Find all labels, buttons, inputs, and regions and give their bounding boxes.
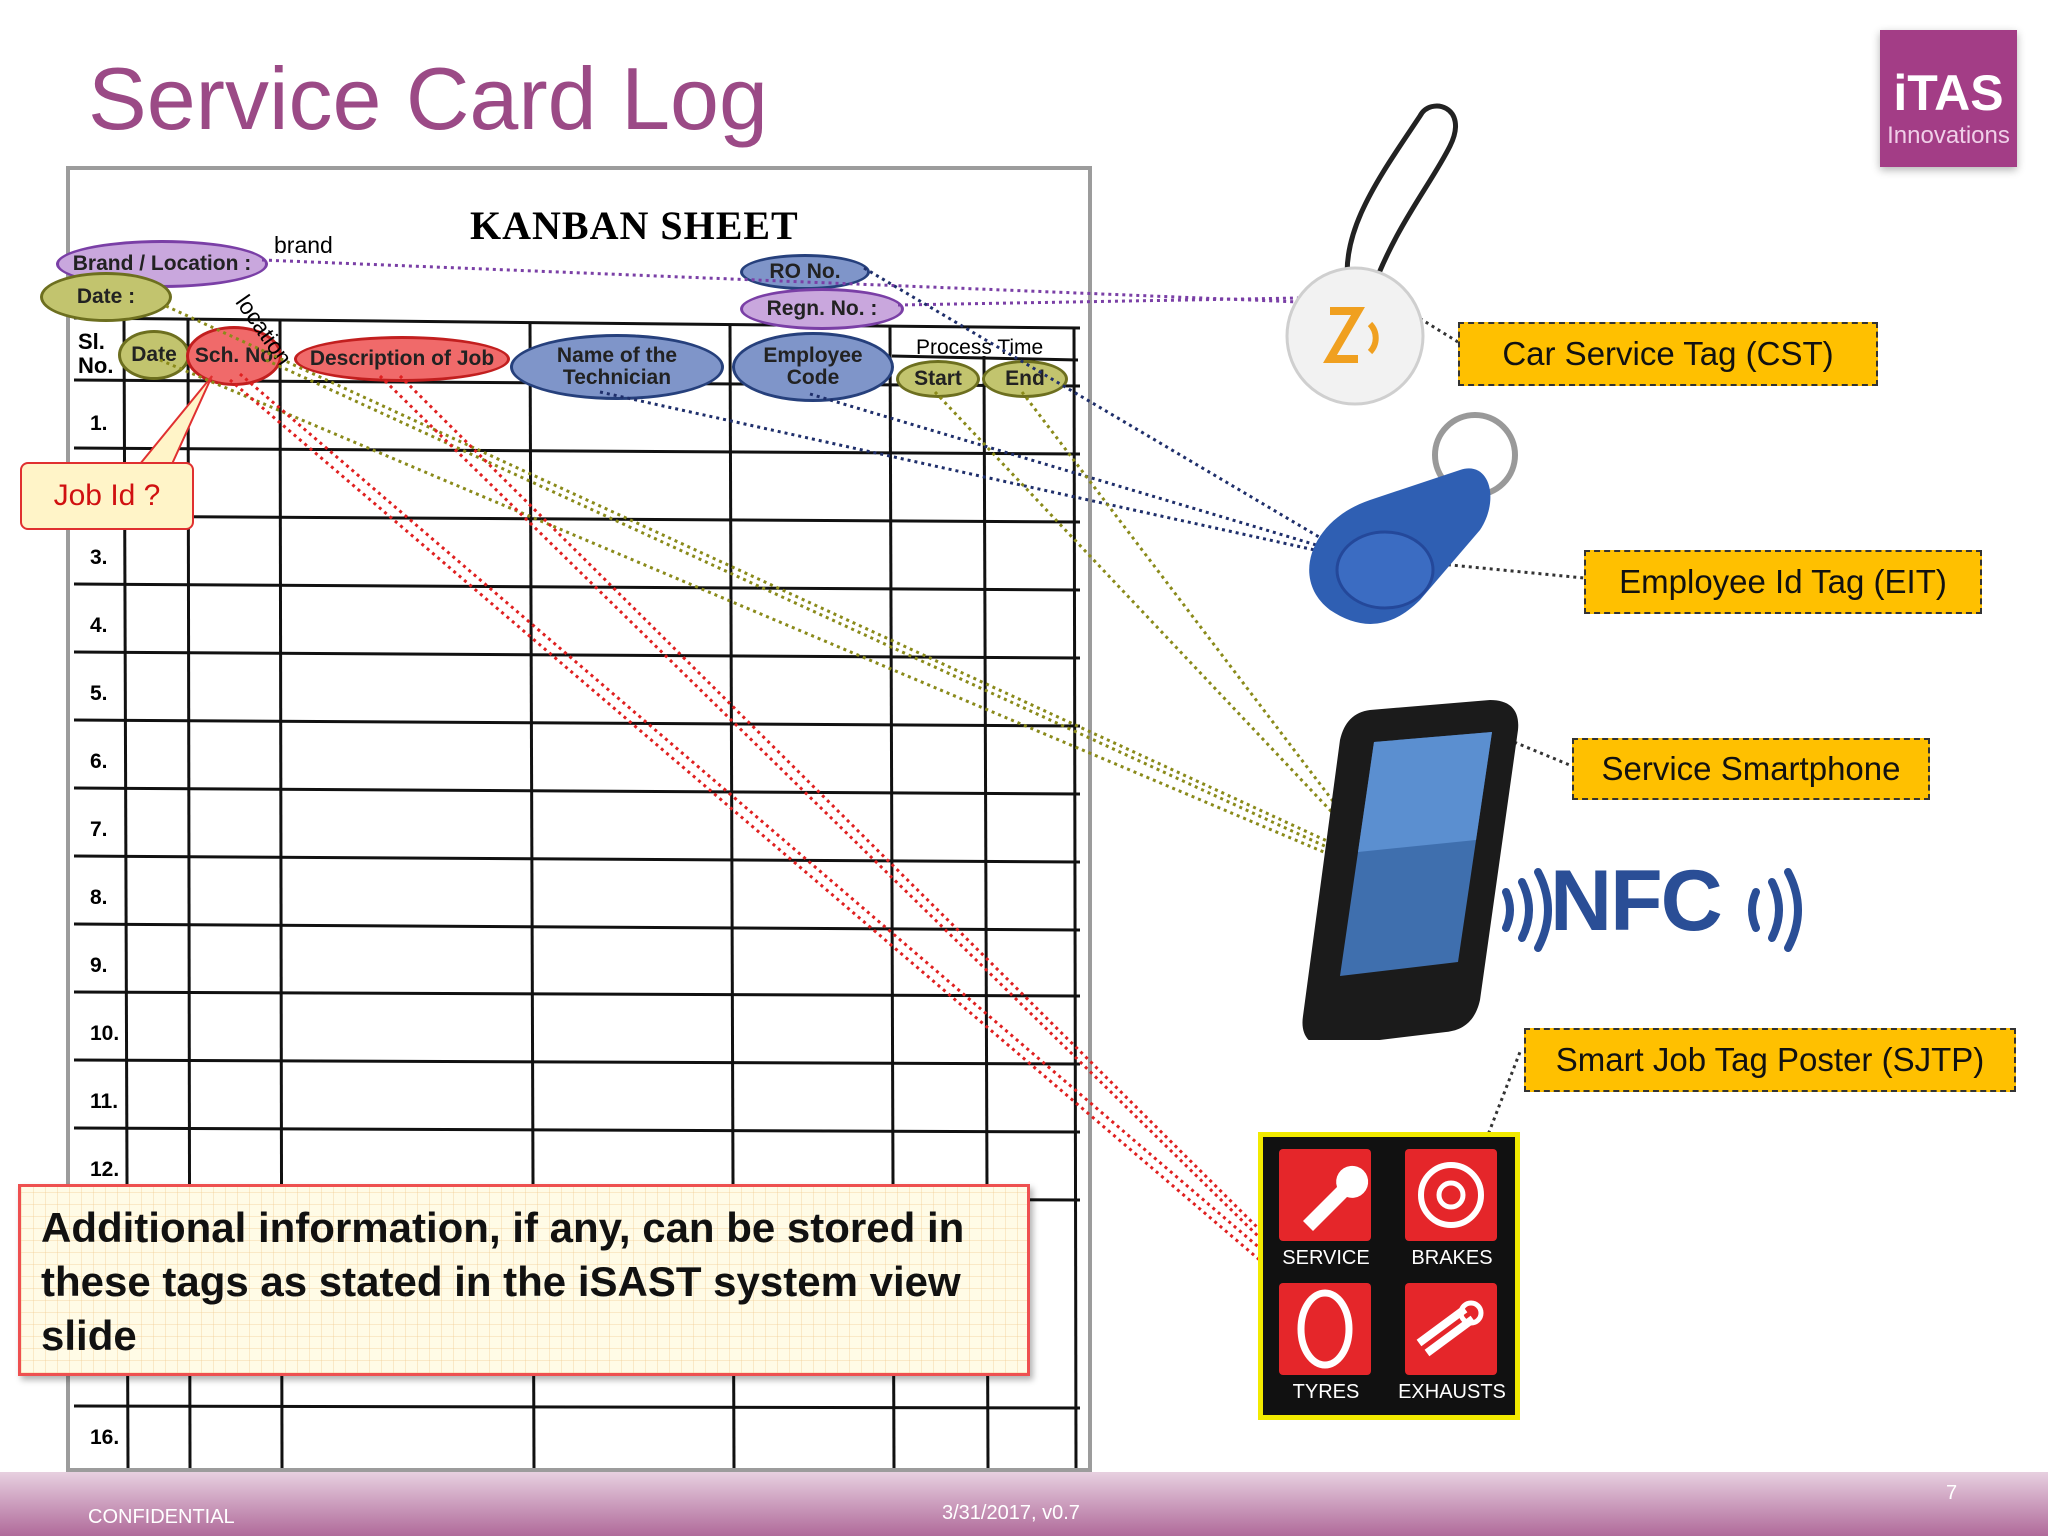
service-tile: SERVICE <box>1271 1143 1381 1269</box>
exhausts-tile: EXHAUSTS <box>1397 1277 1507 1403</box>
brakes-tile: BRAKES <box>1397 1143 1507 1269</box>
date-field: Date : <box>40 272 172 322</box>
employee-code-column-header: Employee Code <box>732 332 894 402</box>
brand-annotation: brand <box>274 232 333 258</box>
smart-job-tag-poster-label: Smart Job Tag Poster (SJTP) <box>1524 1028 2016 1092</box>
date-column-header: Date <box>118 330 190 380</box>
slide-footer: CONFIDENTIAL 3/31/2017, v0.7 7 <box>0 1472 2048 1536</box>
smartphone-image <box>1302 700 1519 1040</box>
info-text: Additional information, if any, can be s… <box>41 1204 965 1359</box>
employee-id-tag-label: Employee Id Tag (EIT) <box>1584 550 1982 614</box>
nfc-waves-icon <box>1502 868 1802 952</box>
employee-id-tag-image <box>1309 412 1518 624</box>
sl-no-line1: Sl. <box>78 329 105 354</box>
technician-column-header: Name of the Technician <box>510 334 724 400</box>
regn-no-field: Regn. No. : <box>740 288 904 330</box>
technician-line2: Technician <box>562 366 672 389</box>
process-time-header: Process Time <box>916 336 1044 359</box>
tyres-tile: TYRES <box>1271 1277 1381 1403</box>
service-smartphone-label: Service Smartphone <box>1572 738 1930 800</box>
employee-line2: Code <box>786 366 840 389</box>
row-number: 6. <box>90 750 108 773</box>
row-number: 8. <box>90 886 108 909</box>
job-id-callout: Job Id ? <box>20 462 194 530</box>
wrench-icon <box>1279 1149 1371 1241</box>
slide-title: Service Card Log <box>88 49 768 148</box>
row-number: 12. <box>90 1158 120 1181</box>
car-service-tag-label: Car Service Tag (CST) <box>1458 322 1878 386</box>
row-number: 10. <box>90 1022 120 1045</box>
start-column-header: Start <box>896 360 980 398</box>
row-number: 16. <box>90 1426 120 1449</box>
technician-line1: Name of the <box>556 343 678 367</box>
sl-no-line2: No. <box>78 353 114 378</box>
employee-line1: Employee <box>763 343 863 367</box>
brake-disc-icon <box>1405 1149 1497 1241</box>
logo-line2: Innovations <box>1887 122 2010 149</box>
row-number: 3. <box>90 546 108 569</box>
end-column-header: End <box>982 360 1068 398</box>
kanban-title: KANBAN SHEET <box>470 203 799 248</box>
tyre-icon <box>1279 1283 1371 1375</box>
nfc-logo-text: NFC <box>1550 853 1723 949</box>
footer-confidential: CONFIDENTIAL <box>88 1506 235 1528</box>
row-number: 4. <box>90 614 108 637</box>
footer-date-version: 3/31/2017, v0.7 <box>942 1502 1080 1524</box>
footer-page-number: 7 <box>1946 1482 1958 1504</box>
exhausts-tile-label: EXHAUSTS <box>1398 1381 1506 1403</box>
row-number: 11. <box>90 1090 119 1113</box>
tyres-tile-label: TYRES <box>1292 1381 1360 1403</box>
itas-logo: iTAS Innovations <box>1880 30 2017 167</box>
row-number: 7. <box>90 818 108 841</box>
row-number: 1. <box>90 412 108 435</box>
brakes-tile-label: BRAKES <box>1411 1247 1493 1269</box>
row-number: 9. <box>90 954 108 977</box>
smart-job-tag-poster: SERVICE BRAKES TYRES EXHAUSTS <box>1258 1132 1520 1420</box>
row-number: 5. <box>90 682 108 705</box>
service-tile-label: SERVICE <box>1282 1247 1370 1269</box>
sl-no-header: Sl. No. <box>78 330 113 378</box>
exhaust-pipe-icon <box>1405 1283 1497 1375</box>
car-service-tag-image <box>1285 103 1458 406</box>
ro-no-field: RO No. <box>740 254 870 290</box>
description-column-header: Description of Job <box>294 336 510 382</box>
info-box: Additional information, if any, can be s… <box>18 1184 1030 1376</box>
logo-line1: iTAS <box>1893 65 2004 121</box>
